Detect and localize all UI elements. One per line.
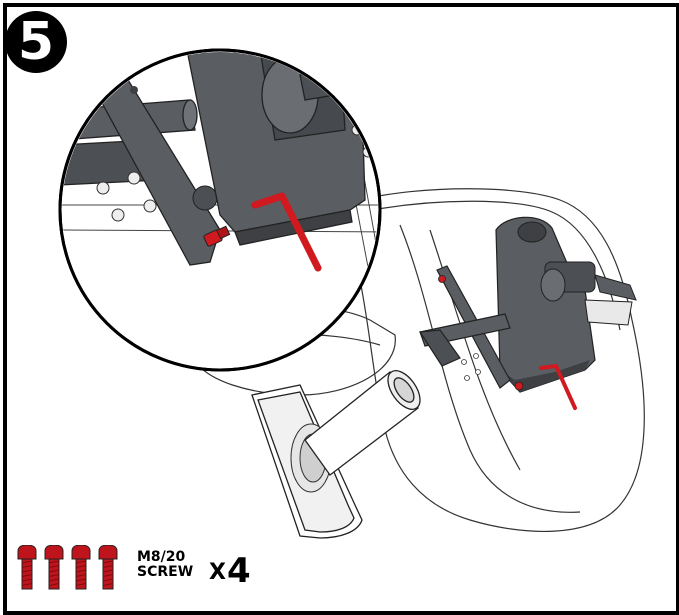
side-arm [418, 265, 511, 389]
shifter-bracket [495, 216, 637, 393]
hex-key-small [539, 364, 577, 410]
quantity-multiplier: X [209, 560, 226, 585]
screw-icon [71, 545, 91, 590]
detail-hex-key [251, 192, 322, 272]
part-name: M8/20 SCREW [137, 550, 193, 580]
step-number: 5 [17, 12, 55, 72]
screw-small [438, 275, 524, 391]
detail-screw [203, 225, 231, 247]
screw-icon [98, 545, 118, 590]
screw-icons [17, 545, 118, 590]
screw-icon [17, 545, 37, 590]
screw-icon [44, 545, 64, 590]
part-name-line2: SCREW [137, 564, 194, 580]
washers-small [461, 353, 481, 381]
step-badge [5, 11, 67, 73]
vertical-tube [304, 370, 421, 476]
part-name-line1: M8/20 [137, 549, 186, 565]
quantity-value: 4 [227, 551, 251, 591]
